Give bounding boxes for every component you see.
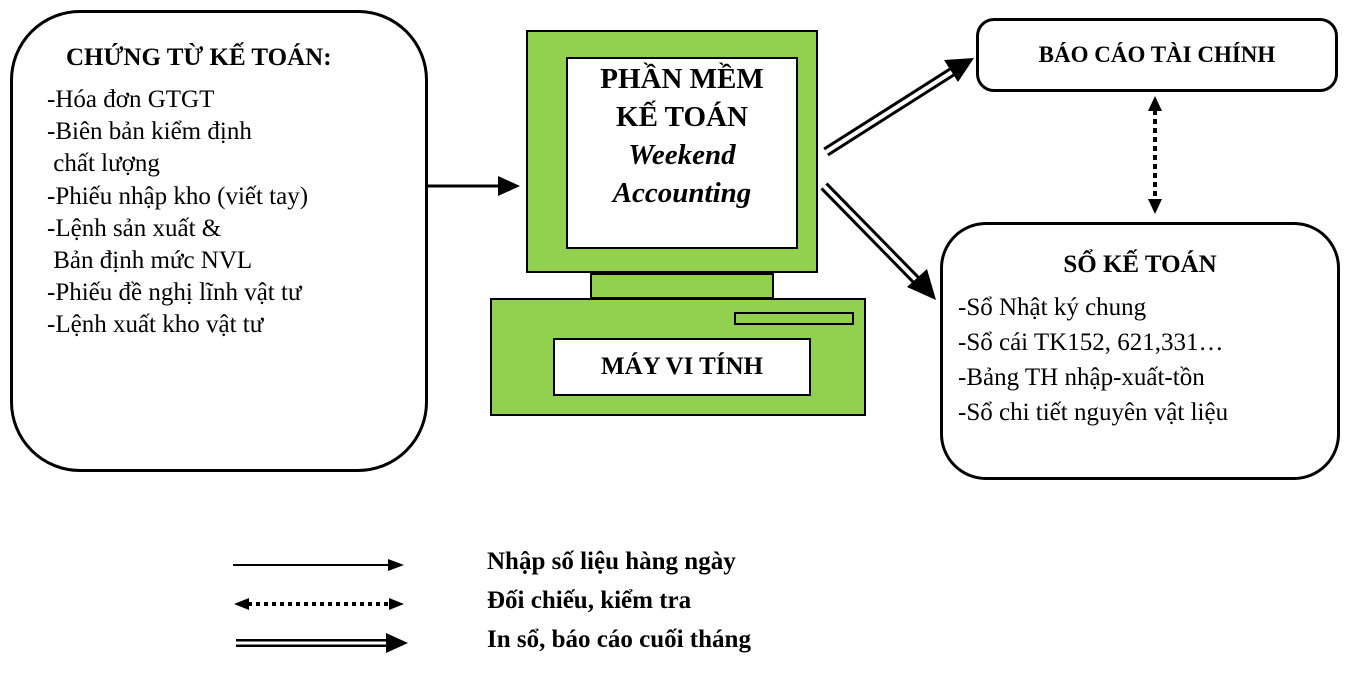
ledger-box xyxy=(940,222,1340,480)
arrow-input xyxy=(428,176,520,196)
monitor-screen xyxy=(566,57,798,249)
ledger-item: -Bảng TH nhập-xuất-tồn xyxy=(958,364,1205,391)
software-label: PHẦN MỀM KẾ TOÁN Weekend Accounting xyxy=(566,60,798,212)
legend-double-arrow xyxy=(236,633,408,653)
documents-item: -Hóa đơn GTGT xyxy=(47,86,215,113)
arrow-to-ledger xyxy=(820,182,936,300)
ledger-title: SỔ KẾ TOÁN xyxy=(1063,251,1217,278)
software-line-3: Weekend xyxy=(628,139,736,171)
ledger-item: -Sổ Nhật ký chung xyxy=(958,294,1147,321)
legend-solid-arrow xyxy=(233,559,404,571)
financial-report-box: BÁO CÁO TÀI CHÍNH xyxy=(976,18,1338,92)
documents-item: Bản định mức NVL xyxy=(47,246,253,274)
documents-item: -Lệnh sản xuất & xyxy=(47,214,222,242)
ledger-item: -Sổ chi tiết nguyên vật liệu xyxy=(958,399,1229,426)
arrow-reconcile xyxy=(1148,96,1162,214)
documents-item: -Biên bản kiểm định xyxy=(47,118,252,146)
ledger-list: -Sổ Nhật ký chung -Sổ cái TK152, 621,331… xyxy=(958,290,1228,430)
computer-label: MÁY VI TÍNH xyxy=(553,338,811,396)
legend-solid-label: Nhập số liệu hàng ngày xyxy=(487,548,736,575)
legend-dotted-label: Đối chiếu, kiểm tra xyxy=(487,587,692,614)
documents-item: -Phiếu đề nghị lĩnh vật tư xyxy=(47,279,302,307)
arrow-to-report xyxy=(823,58,974,157)
legend-double-label: In sổ, báo cáo cuối tháng xyxy=(487,626,751,653)
software-line-4: Accounting xyxy=(612,177,752,209)
documents-item: chất lượng xyxy=(47,150,160,178)
documents-box xyxy=(10,10,428,472)
software-line-1: PHẦN MỀM xyxy=(600,63,764,95)
documents-title: CHỨNG TỪ KẾ TOÁN: xyxy=(66,44,332,71)
documents-item: -Phiếu nhập kho (viết tay) xyxy=(47,182,309,210)
documents-item: -Lệnh xuất kho vật tư xyxy=(47,311,264,339)
software-line-2: KẾ TOÁN xyxy=(616,101,748,133)
ledger-item: -Sổ cái TK152, 621,331… xyxy=(958,329,1224,356)
monitor-stand xyxy=(590,273,774,299)
documents-list: -Hóa đơn GTGT -Biên bản kiểm định chất l… xyxy=(47,84,308,342)
legend-dotted-arrow xyxy=(234,598,404,610)
drive-slot-icon xyxy=(734,312,854,325)
